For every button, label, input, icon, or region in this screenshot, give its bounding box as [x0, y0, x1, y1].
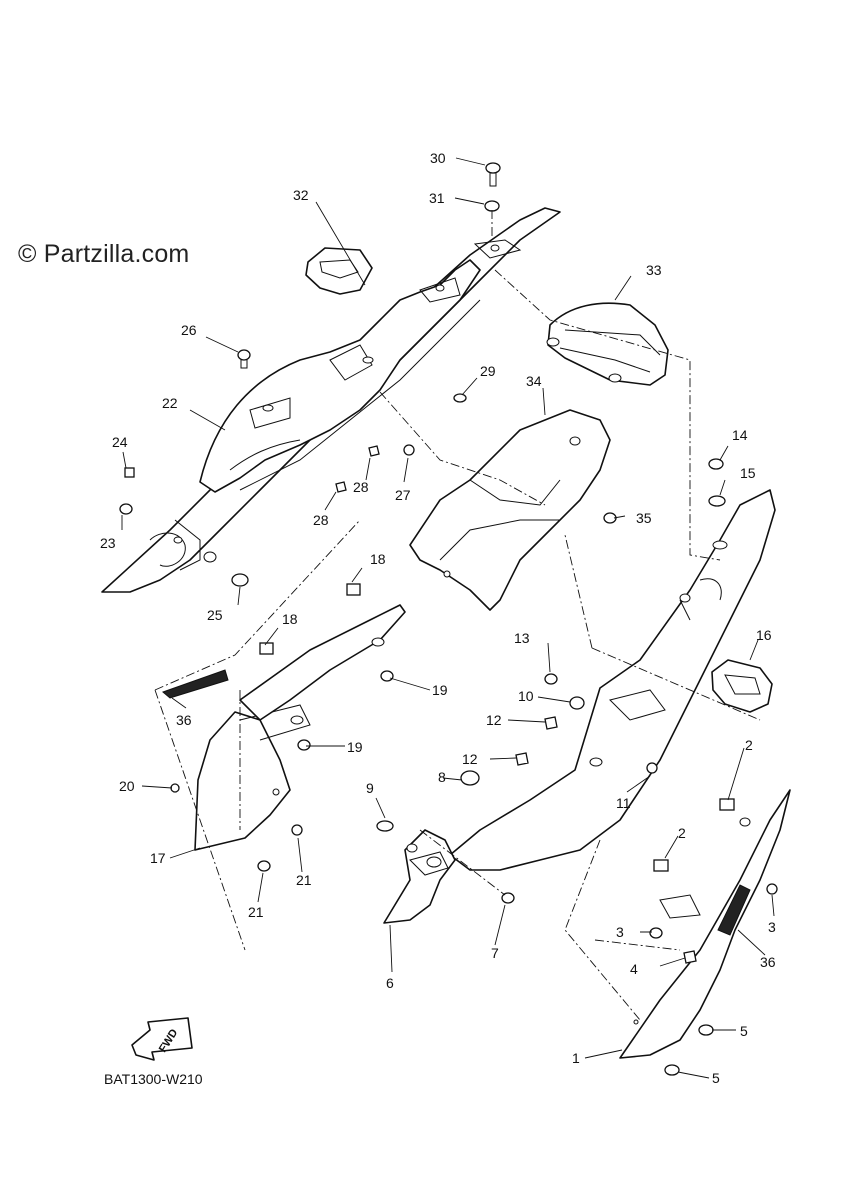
- callout-16: 16: [756, 627, 772, 643]
- callout-5b: 5: [712, 1070, 720, 1086]
- callout-15: 15: [740, 465, 756, 481]
- callout-19b: 19: [347, 739, 363, 755]
- callout-31: 31: [429, 190, 445, 206]
- callout-13: 13: [514, 630, 530, 646]
- callout-5a: 5: [740, 1023, 748, 1039]
- callout-34: 34: [526, 373, 542, 389]
- callout-7: 7: [491, 945, 499, 961]
- callout-32: 32: [293, 187, 309, 203]
- callout-10: 10: [518, 688, 534, 704]
- callout-30: 30: [430, 150, 446, 166]
- callout-6: 6: [386, 975, 394, 991]
- callout-12a: 12: [486, 712, 502, 728]
- diagram-code: BAT1300-W210: [104, 1071, 203, 1087]
- part-1-side-cover-right: [619, 789, 791, 1059]
- callout-26: 26: [181, 322, 197, 338]
- callout-35: 35: [636, 510, 652, 526]
- callout-2a: 2: [745, 737, 753, 753]
- part-34-center-panel: [409, 409, 611, 611]
- callout-11: 11: [616, 795, 631, 811]
- callout-33: 33: [646, 262, 662, 278]
- callout-17: 17: [150, 850, 166, 866]
- callout-9: 9: [366, 780, 374, 796]
- callout-8: 8: [438, 769, 446, 785]
- callout-3b: 3: [616, 924, 624, 940]
- callout-2b: 2: [678, 825, 686, 841]
- part-22-rear-cowling: [101, 207, 561, 593]
- callout-21a: 21: [296, 872, 312, 888]
- callout-18a: 18: [370, 551, 386, 567]
- part-32-bracket: [305, 247, 373, 295]
- callout-labels: 30 31 32 33 26 29 22 34 24 28 27 14 15 2…: [100, 150, 776, 1086]
- callout-36a: 36: [176, 712, 192, 728]
- callout-12b: 12: [462, 751, 478, 767]
- callout-4: 4: [630, 961, 638, 977]
- callout-19a: 19: [432, 682, 448, 698]
- assembly-lines: [154, 210, 761, 1021]
- callout-14: 14: [732, 427, 748, 443]
- callout-24: 24: [112, 434, 128, 450]
- callout-27: 27: [395, 487, 411, 503]
- callout-29: 29: [480, 363, 496, 379]
- callout-20: 20: [119, 778, 135, 794]
- callout-28b: 28: [313, 512, 329, 528]
- leader-lines: [121, 157, 775, 1079]
- callout-21b: 21: [248, 904, 264, 920]
- fasteners: [119, 162, 778, 1076]
- callout-18b: 18: [282, 611, 298, 627]
- part-33-tail-cover: [546, 302, 669, 386]
- callout-36b: 36: [760, 954, 776, 970]
- part-16-cap: [711, 659, 773, 713]
- callout-25: 25: [207, 607, 223, 623]
- part-right-side-panel: [449, 489, 776, 871]
- callout-23: 23: [100, 535, 116, 551]
- part-6-lower-bracket: [383, 829, 456, 924]
- part-17-side-cover-left: [162, 604, 406, 851]
- callout-3a: 3: [768, 919, 776, 935]
- callout-22: 22: [162, 395, 178, 411]
- fwd-arrow-icon: FWD: [131, 1017, 193, 1061]
- callout-28a: 28: [353, 479, 369, 495]
- callout-1: 1: [572, 1050, 580, 1066]
- watermark: © Partzilla.com: [18, 240, 190, 268]
